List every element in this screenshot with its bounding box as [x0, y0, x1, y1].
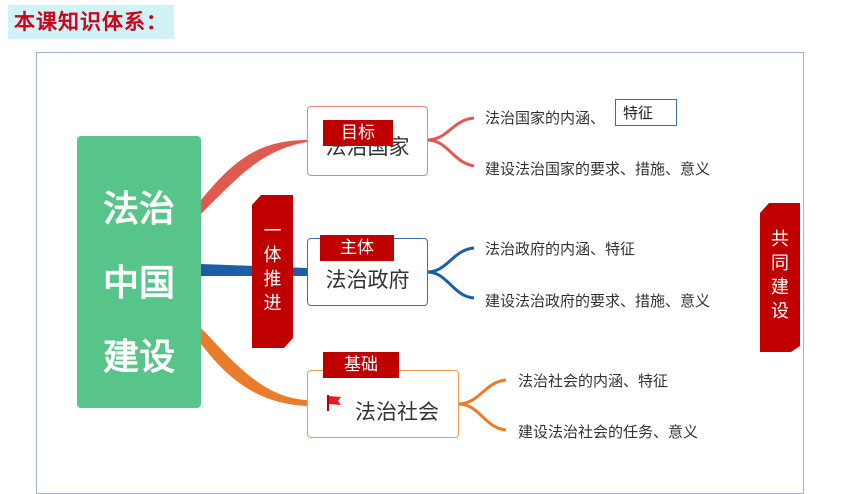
right-bar-char: 共: [771, 229, 789, 250]
left-bar-char: 体: [263, 245, 282, 266]
left-vertical-bar: 一 体 推 进: [252, 220, 293, 316]
tag-goal: 目标: [323, 120, 393, 146]
root-line-2: 中国: [102, 263, 175, 304]
bracket-node2: [426, 246, 475, 300]
leaf-society-connotation: 法治社会的内涵、特征: [518, 372, 669, 390]
leaf-society-build: 建设法治社会的任务、意义: [518, 423, 699, 441]
flag-icon: [327, 395, 341, 411]
node-label: 法治社会: [355, 400, 439, 424]
page-heading: 本课知识体系：: [8, 5, 174, 39]
leaf-state-build: 建设法治国家的要求、措施、意义: [485, 160, 711, 178]
left-bar-char: 一: [263, 221, 282, 242]
leaf-state-feature-box: 特征: [615, 99, 677, 126]
bracket-node3: [457, 378, 507, 432]
leaf-state-connotation: 法治国家的内涵、: [485, 109, 606, 127]
left-bar-char: 推: [263, 269, 282, 290]
right-bar-char: 同: [771, 253, 789, 274]
connector-root-node3: [201, 328, 307, 406]
root-node: 法治 中国 建设: [77, 136, 201, 408]
left-bar-char: 进: [263, 293, 282, 314]
connector-root-node1: [201, 140, 307, 214]
tag-foundation: 基础: [323, 352, 399, 378]
leaf-government-connotation: 法治政府的内涵、特征: [485, 240, 636, 258]
root-line-1: 法治: [102, 189, 175, 230]
leaf-government-build: 建设法治政府的要求、措施、意义: [485, 292, 711, 310]
bracket-node1: [426, 116, 475, 168]
right-bar-char: 建: [771, 277, 789, 298]
node-rule-of-law-society: 法治社会: [307, 370, 459, 438]
root-line-3: 建设: [102, 337, 175, 378]
right-vertical-bar: 共 同 建 设: [760, 228, 800, 324]
right-bar-char: 设: [771, 301, 789, 322]
tag-subject: 主体: [320, 235, 394, 261]
node-label: 法治政府: [325, 268, 410, 292]
